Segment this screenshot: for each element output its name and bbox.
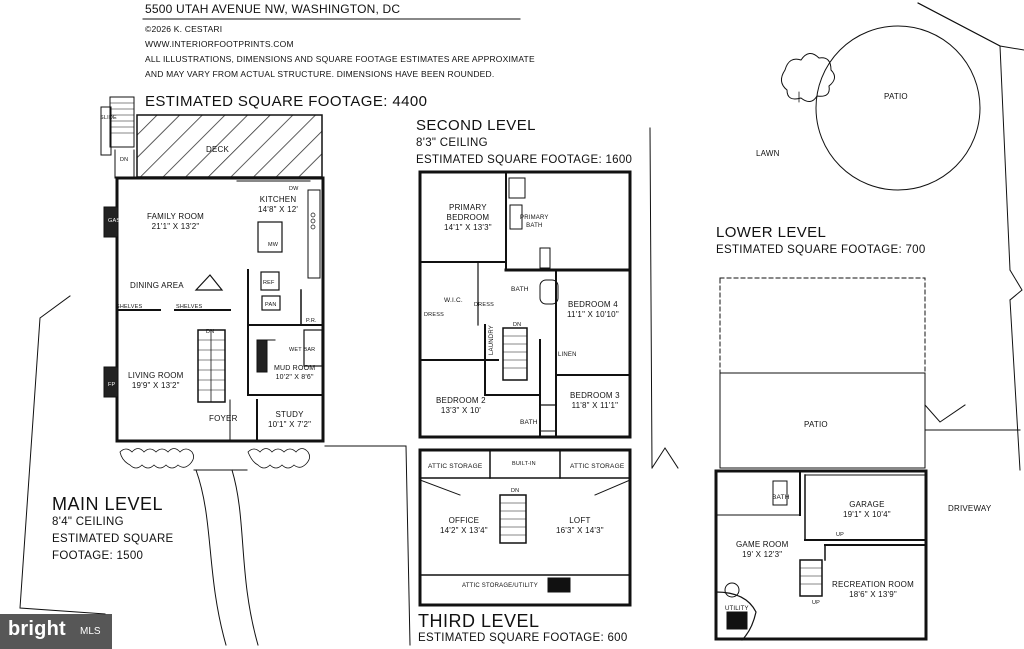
address-title: 5500 UTAH AVENUE NW, WASHINGTON, DC — [145, 2, 401, 16]
disclaimer-line-1: ALL ILLUSTRATIONS, DIMENSIONS AND SQUARE… — [145, 54, 535, 64]
lawn-label: LAWN — [756, 149, 780, 158]
laundry-label: LAUNDRY — [489, 325, 495, 355]
third-stair-dn-label: DN — [511, 488, 520, 494]
lower-up-bottom-label: UP — [812, 600, 821, 606]
living-fp-label: FP — [108, 382, 116, 388]
lower-up-top-label: UP — [836, 532, 845, 538]
gas-fp-label: GAS FP — [108, 218, 130, 224]
dress-left-label: DRESS — [424, 312, 444, 318]
mls-watermark: bright MLS — [0, 614, 112, 649]
third-level-title: THIRD LEVEL — [418, 611, 540, 631]
second-stair-dn-label: DN — [513, 322, 522, 328]
main-level-ceiling: 8'4" CEILING — [52, 516, 124, 528]
lower-level-plan — [649, 2, 1024, 641]
attic-storage-left-label: ATTIC STORAGE — [428, 463, 483, 470]
second-bath-bottom-label: BATH — [520, 419, 538, 426]
patio-circle-label: PATIO — [884, 92, 908, 101]
main-level-sqft-line-1: ESTIMATED SQUARE — [52, 533, 174, 545]
second-level-plan — [418, 170, 632, 439]
built-in-label: BUILT-IN — [512, 461, 536, 467]
dishwasher-label: DW — [289, 186, 299, 192]
slide-label: SLIDE — [100, 115, 117, 121]
second-level-title: SECOND LEVEL — [416, 117, 536, 134]
dining-area-label: DINING AREA — [130, 281, 184, 290]
lower-level-title: LOWER LEVEL — [716, 224, 827, 241]
utility-label: UTILITY — [725, 606, 749, 612]
copyright-text: ©2026 K. CESTARI — [145, 24, 223, 34]
lower-level-sqft: ESTIMATED SQUARE FOOTAGE: 700 — [716, 244, 926, 256]
main-level-title: MAIN LEVEL — [52, 494, 164, 514]
powder-room-label: P.R. — [306, 318, 317, 324]
lower-bath-label: BATH — [772, 494, 790, 501]
wet-bar-label: WET BAR — [289, 347, 316, 353]
pantry-label: PAN — [265, 302, 277, 308]
attic-utility-label: ATTIC STORAGE/UTILITY — [462, 583, 538, 589]
total-sqft: ESTIMATED SQUARE FOOTAGE: 4400 — [145, 93, 428, 110]
shelves-left-label: SHELVES — [116, 304, 143, 310]
main-deck-dn-label: DN — [120, 157, 129, 163]
deck-label: DECK — [206, 145, 230, 154]
second-level-ceiling: 8'3" CEILING — [416, 137, 488, 149]
main-level-plan — [19, 96, 411, 646]
second-level-sqft: ESTIMATED SQUARE FOOTAGE: 1600 — [416, 154, 633, 166]
wic-label: W.I.C. — [444, 297, 463, 304]
shelves-right-label: SHELVES — [176, 304, 203, 310]
third-level-plan — [418, 448, 632, 607]
refrigerator-label: REF — [263, 280, 275, 286]
main-level-sqft-line-2: FOOTAGE: 1500 — [52, 550, 144, 562]
driveway-label: DRIVEWAY — [948, 504, 992, 513]
linen-label: LINEN — [558, 352, 577, 358]
microwave-label: MW — [268, 242, 279, 248]
website-text: WWW.INTERIORFOOTPRINTS.COM — [145, 39, 294, 49]
patio-label: PATIO — [804, 420, 828, 429]
watermark-suffix: MLS — [80, 626, 101, 637]
foyer-label: FOYER — [209, 414, 238, 423]
dress-right-label: DRESS — [474, 302, 494, 308]
second-bath-top-label: BATH — [511, 286, 529, 293]
third-level-sqft: ESTIMATED SQUARE FOOTAGE: 600 — [418, 632, 628, 644]
disclaimer-line-2: AND MAY VARY FROM ACTUAL STRUCTURE. DIME… — [145, 69, 495, 79]
main-stair-dn-label: DN — [206, 329, 215, 335]
watermark-brand: bright — [8, 618, 66, 640]
attic-storage-right-label: ATTIC STORAGE — [570, 463, 625, 470]
